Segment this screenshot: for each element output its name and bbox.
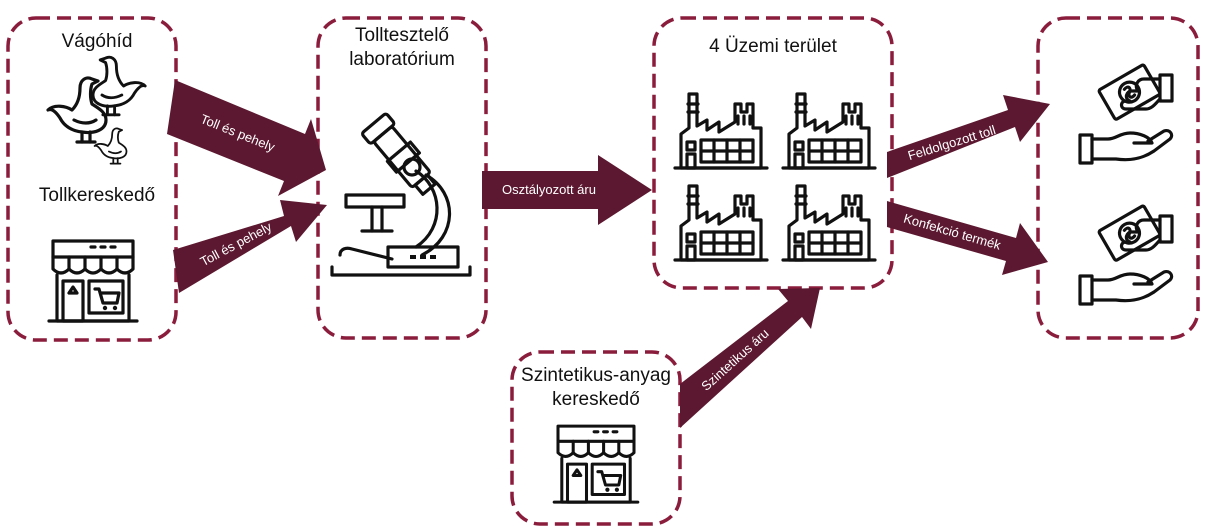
arrow-sorted-goods	[482, 155, 652, 225]
label-lab-line2: laboratórium	[349, 49, 455, 70]
arrow-synthetic-goods	[680, 288, 820, 428]
arrow-processed-feather	[887, 95, 1050, 178]
label-lab-line1: Tolltesztelő	[355, 25, 449, 46]
label-plant: 4 Üzemi terület	[709, 36, 837, 57]
arrow-feather-slaughterhouse	[167, 80, 326, 196]
arrow-label-sorted-goods: Osztályozott áru	[502, 182, 596, 197]
arrow-feather-trader	[173, 200, 327, 293]
label-slaughterhouse: Vágóhíd	[62, 31, 133, 52]
arrow-finished-product	[887, 201, 1048, 275]
customer-box	[1036, 16, 1200, 340]
label-synthetic-line2: kereskedő	[552, 389, 640, 410]
arrow-label-synthetic-goods: Szintetikus áru	[698, 326, 771, 394]
label-synthetic-line1: Szintetikus-anyag	[521, 365, 671, 386]
label-feather-trader: Tollkereskedő	[39, 185, 155, 206]
synthetic-trader-box	[510, 350, 682, 526]
source-box	[6, 16, 178, 342]
